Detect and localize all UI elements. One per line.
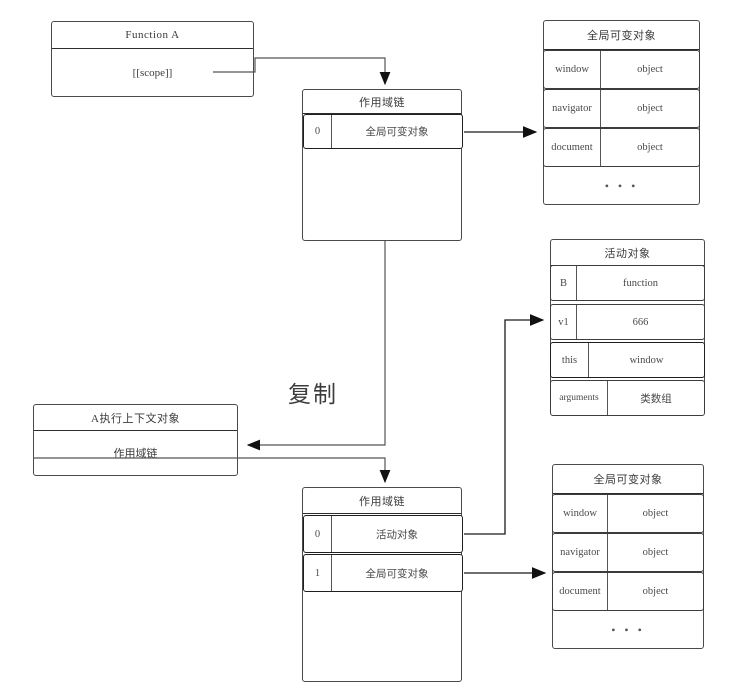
execution-context-body-label: 作用域链 [113, 448, 158, 460]
activation-object-value-arguments: 类数组 [640, 393, 672, 405]
activation-object-key-v1: v1 [551, 305, 577, 339]
top-scope-chain-row-0-value: 全局可变对象 [365, 127, 429, 138]
top-global-object-value-navigator: object [637, 103, 663, 114]
activation-object-key-arguments: arguments [551, 381, 608, 415]
bottom-scope-chain-header: 作用域链 [303, 488, 461, 514]
top-global-object-key-navigator: navigator [544, 90, 601, 127]
top-global-object-key-document: document [544, 129, 601, 166]
top-scope-chain-row-0: 0 全局可变对象 [303, 114, 463, 149]
top-global-object-row-window: window object [543, 50, 700, 89]
bottom-global-object-key-navigator: navigator [553, 534, 608, 571]
execution-context-header: A执行上下文对象 [34, 405, 237, 431]
bottom-scope-chain-row-0-value: 活动对象 [376, 529, 418, 541]
activation-object-row-v1: v1 666 [550, 304, 705, 340]
bottom-global-object-value-document: object [642, 586, 669, 597]
activation-object-row-b: B function [550, 265, 705, 301]
activation-object-key-b: B [551, 266, 577, 300]
execution-context-title: A执行上下文对象 [91, 412, 180, 425]
activation-object-row-arguments: arguments 类数组 [550, 380, 705, 416]
activation-object-header: 活动对象 [551, 240, 704, 266]
top-scope-chain-header: 作用域链 [303, 90, 461, 114]
copy-label-text: 复制 [288, 382, 338, 408]
bottom-global-object-header: 全局可变对象 [553, 465, 703, 494]
bottom-scope-chain-row-1-index: 1 [304, 555, 332, 591]
wire-scopechain-to-context [246, 241, 386, 451]
bottom-scope-chain-row-0-index: 0 [304, 516, 332, 552]
scope-property-label: [[scope]] [132, 67, 173, 79]
function-a-scope-property: [[scope]] [52, 49, 253, 97]
top-global-object-row-navigator: navigator object [543, 89, 700, 128]
bottom-global-object-ellipsis-label: • • • [611, 622, 645, 637]
bottom-global-object-value-navigator: object [642, 547, 669, 558]
function-a-title: Function A [125, 29, 180, 41]
top-global-object-row-document: document object [543, 128, 700, 167]
top-global-object-ellipsis: • • • [543, 167, 700, 205]
top-global-object-key-window: window [544, 51, 601, 88]
top-scope-chain-box: 作用域链 [302, 89, 462, 241]
activation-object-value-this: window [629, 354, 664, 366]
bottom-global-object-row-window: window object [552, 494, 704, 533]
bottom-global-object-ellipsis: • • • [552, 611, 704, 649]
bottom-global-object-title: 全局可变对象 [593, 474, 663, 486]
bottom-global-object-key-document: document [553, 573, 608, 610]
copy-label: 复制 [288, 375, 338, 409]
activation-object-title: 活动对象 [604, 247, 651, 260]
top-scope-chain-title: 作用域链 [359, 96, 405, 109]
bottom-global-object-row-document: document object [552, 572, 704, 611]
bottom-scope-chain-title: 作用域链 [359, 495, 405, 508]
top-global-object-value-window: object [637, 64, 663, 75]
top-global-object-title: 全局可变对象 [587, 30, 656, 42]
bottom-scope-chain-row-1-value: 全局可变对象 [365, 568, 429, 580]
bottom-global-object-value-window: object [642, 508, 669, 519]
bottom-scope-chain-row-0: 0 活动对象 [303, 515, 463, 553]
activation-object-value-b: function [623, 277, 658, 289]
bottom-global-object-key-window: window [553, 495, 608, 532]
execution-context-box: A执行上下文对象 作用域链 [33, 404, 238, 476]
top-scope-chain-row-0-index: 0 [304, 115, 332, 148]
activation-object-key-this: this [551, 343, 589, 377]
top-global-object-value-document: object [637, 142, 663, 153]
wire-bottom-scopechain0-to-activation [464, 314, 545, 535]
top-global-object-ellipsis-label: • • • [604, 178, 639, 193]
top-global-object-header: 全局可变对象 [544, 21, 699, 50]
bottom-global-object-row-navigator: navigator object [552, 533, 704, 572]
execution-context-body: 作用域链 [34, 431, 237, 475]
function-a-header: Function A [52, 22, 253, 49]
bottom-scope-chain-row-1: 1 全局可变对象 [303, 554, 463, 592]
activation-object-row-this: this window [550, 342, 705, 378]
function-a-box: Function A [[scope]] [51, 21, 254, 97]
activation-object-value-v1: 666 [632, 316, 649, 328]
